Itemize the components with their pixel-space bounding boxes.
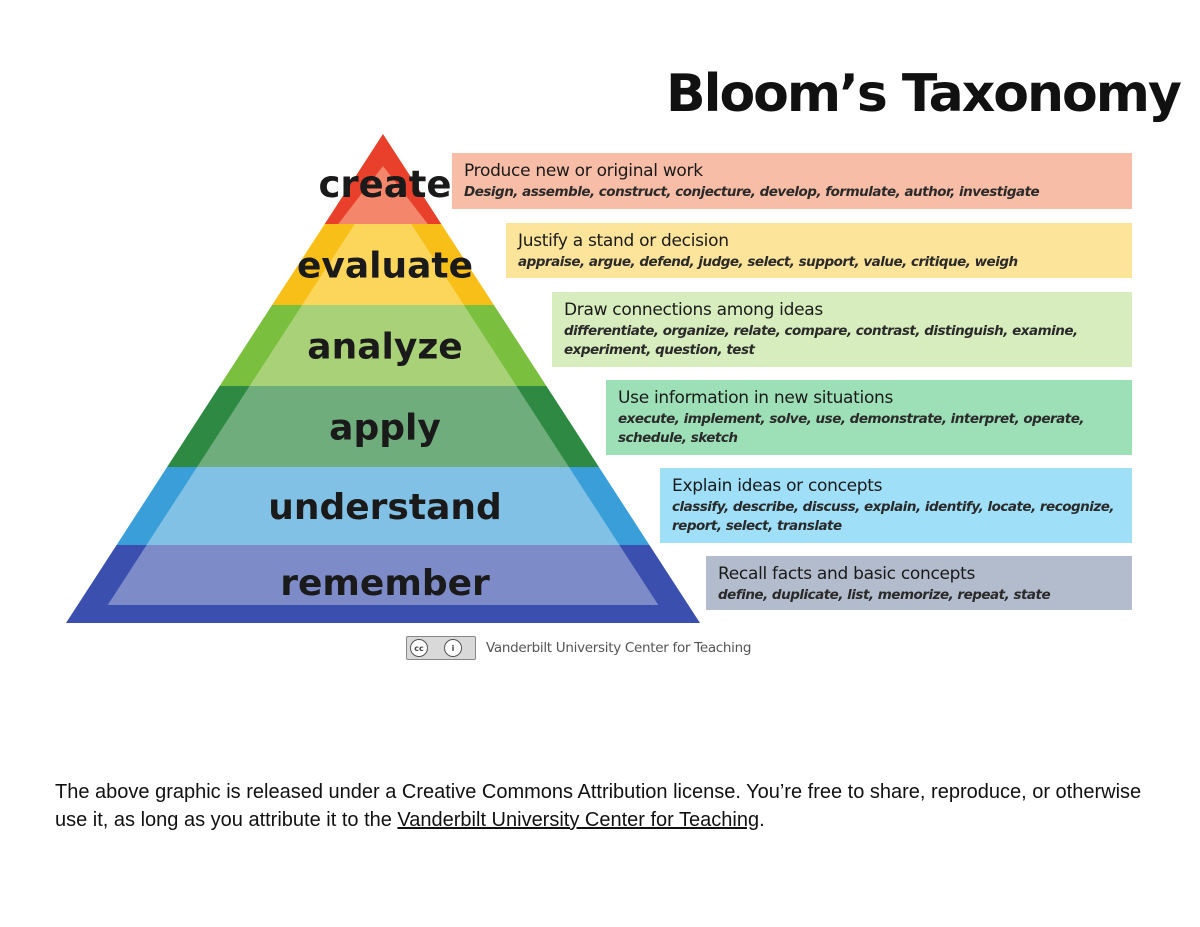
level-label-analyze: analyze [307, 327, 462, 368]
evaluate-verbs: appraise, argue, defend, judge, select, … [518, 254, 1018, 270]
description-analyze: Draw connections among ideas differentia… [552, 292, 1132, 367]
understand-verbs: classify, describe, discuss, explain, id… [672, 499, 1115, 534]
evaluate-heading: Justify a stand or decision [518, 231, 729, 251]
level-label-understand: understand [268, 487, 502, 528]
level-fill-analyze [249, 305, 517, 386]
analyze-verbs: differentiate, organize, relate, compare… [564, 323, 1078, 358]
level-fill-remember [107, 545, 659, 605]
description-evaluate: Justify a stand or decision appraise, ar… [506, 223, 1132, 278]
diagram-title: Bloom’s Taxonomy [666, 64, 1182, 124]
level-label-remember: remember [280, 563, 490, 604]
license-text: The above graphic is released under a Cr… [55, 781, 1142, 831]
level-fill-evaluate [302, 224, 464, 305]
attribution-icon: i [444, 639, 462, 657]
level-label-evaluate: evaluate [297, 246, 473, 287]
remember-heading: Recall facts and basic concepts [718, 564, 976, 584]
description-understand: Explain ideas or concepts classify, desc… [660, 468, 1132, 543]
apply-heading: Use information in new situations [618, 388, 894, 408]
create-verbs: Design, assemble, construct, conjecture,… [464, 184, 1040, 200]
understand-heading: Explain ideas or concepts [672, 476, 883, 496]
license-note: The above graphic is released under a Cr… [55, 778, 1155, 834]
cc-by-license-icon: cc i [406, 636, 476, 660]
pyramid-level-apply: apply [167, 386, 599, 467]
create-heading: Produce new or original work [464, 161, 703, 181]
analyze-heading: Draw connections among ideas [564, 300, 823, 320]
cc-icon: cc [410, 639, 428, 657]
credit-line: cc i Vanderbilt University Center for Te… [406, 636, 751, 660]
level-label-create: create [318, 163, 451, 206]
description-apply: Use information in new situations execut… [606, 380, 1132, 455]
pyramid-level-remember: remember [66, 545, 700, 623]
license-period: . [759, 809, 765, 831]
description-remember: Recall facts and basic concepts define, … [706, 556, 1132, 610]
taxonomy-pyramid: create evaluate analyze apply understand reme… [66, 134, 700, 623]
pyramid-level-analyze: analyze [219, 305, 547, 386]
pyramid-level-understand: understand [116, 467, 650, 545]
level-fill-apply [197, 386, 569, 467]
credit-text: Vanderbilt University Center for Teachin… [486, 640, 752, 656]
vanderbilt-link[interactable]: Vanderbilt University Center for Teachin… [397, 809, 760, 831]
pyramid-level-create: create [318, 134, 452, 224]
pyramid-level-evaluate: evaluate [272, 224, 494, 305]
level-fill-create [338, 166, 428, 224]
apply-verbs: execute, implement, solve, use, demonstr… [618, 411, 1085, 446]
level-label-apply: apply [329, 408, 441, 449]
level-fill-understand [146, 467, 620, 545]
remember-verbs: define, duplicate, list, memorize, repea… [718, 587, 1051, 603]
description-create: Produce new or original work Design, ass… [452, 153, 1132, 209]
